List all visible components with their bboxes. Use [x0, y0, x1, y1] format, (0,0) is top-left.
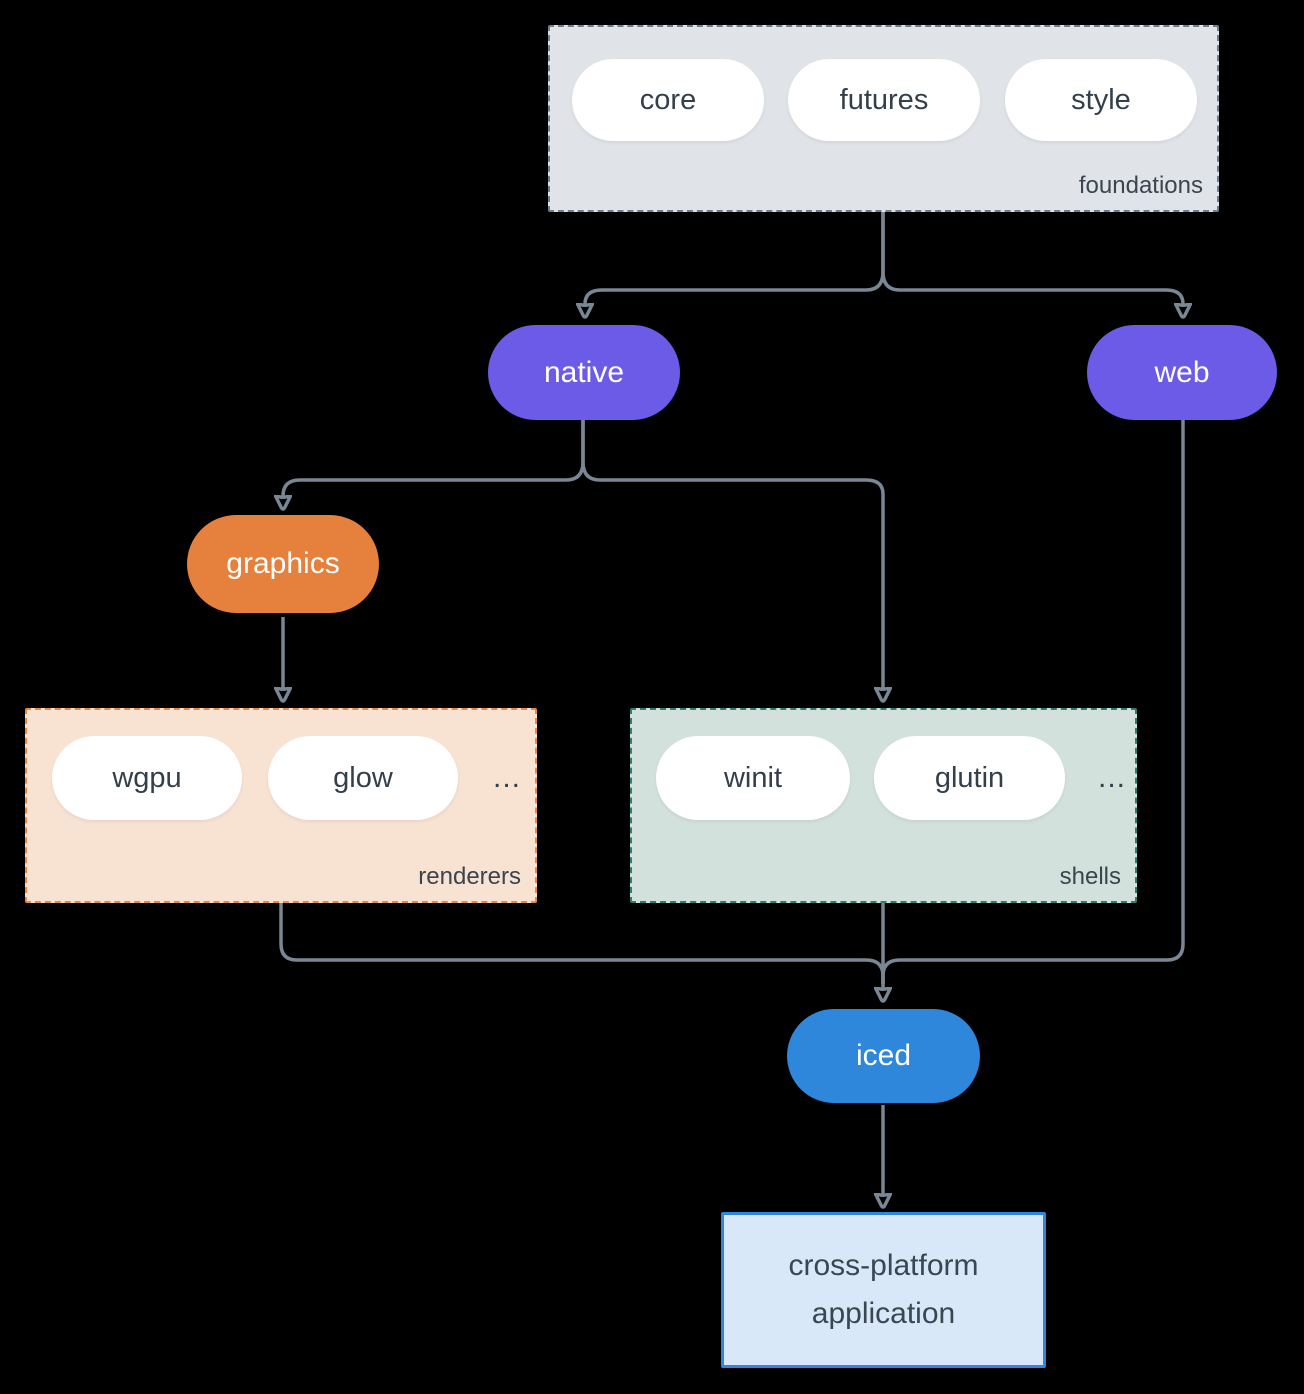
- pill-glow-label: glow: [333, 761, 393, 794]
- pill-futures-label: futures: [839, 83, 929, 116]
- group-box-renderers: wgpu glow ... renderers: [25, 708, 537, 903]
- group-label-renderers: renderers: [418, 863, 521, 890]
- pill-glutin: glutin: [874, 736, 1065, 820]
- node-native: native: [488, 325, 680, 420]
- pill-wgpu-label: wgpu: [112, 761, 182, 794]
- pill-glow: glow: [268, 736, 458, 820]
- pill-style-label: style: [1071, 83, 1131, 116]
- shells-ellipsis: ...: [1097, 761, 1126, 794]
- group-box-foundations: core futures style foundations: [548, 25, 1219, 212]
- node-application-line2: application: [811, 1297, 956, 1330]
- pill-futures: futures: [788, 59, 980, 141]
- node-iced-label: iced: [855, 1039, 912, 1072]
- node-graphics: graphics: [187, 515, 379, 613]
- renderers-ellipsis: ...: [492, 761, 521, 794]
- pill-winit-label: winit: [723, 761, 782, 794]
- pill-glutin-label: glutin: [934, 761, 1005, 794]
- edge-foundations-native: [585, 212, 885, 304]
- edge-native-graphics: [283, 420, 585, 496]
- node-iced: iced: [787, 1009, 980, 1103]
- node-web: web: [1087, 325, 1277, 420]
- pill-winit: winit: [656, 736, 850, 820]
- pill-core: core: [572, 59, 764, 141]
- pill-wgpu: wgpu: [52, 736, 242, 820]
- node-native-label: native: [543, 355, 625, 389]
- node-web-label: web: [1154, 355, 1210, 389]
- group-label-foundations: foundations: [1078, 172, 1203, 199]
- node-application-line1: cross-platform: [788, 1249, 979, 1282]
- group-label-shells: shells: [1059, 863, 1121, 890]
- node-application: cross-platform application: [721, 1212, 1046, 1368]
- edge-foundations-web: [881, 212, 1183, 304]
- pill-style: style: [1005, 59, 1197, 141]
- pill-core-label: core: [639, 83, 697, 116]
- group-box-shells: winit glutin ... shells: [630, 708, 1137, 903]
- edge-native-shells: [581, 420, 883, 688]
- edge-renderers-iced: [279, 903, 885, 984]
- node-graphics-label: graphics: [226, 547, 340, 580]
